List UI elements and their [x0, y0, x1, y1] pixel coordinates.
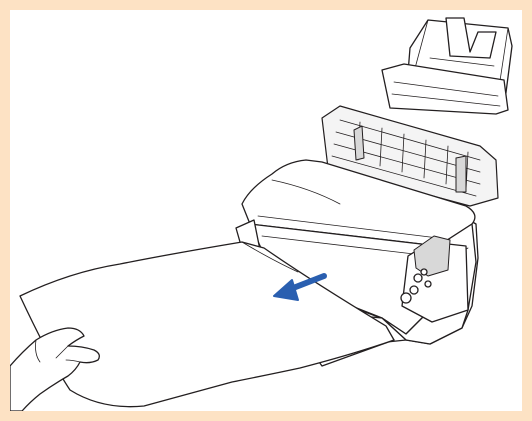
button-icon	[410, 286, 418, 294]
illustration-panel	[10, 10, 522, 411]
button-icon	[425, 281, 431, 287]
button-icon	[421, 269, 427, 275]
power-button-icon	[401, 293, 411, 303]
paper-chute	[382, 18, 512, 114]
button-icon	[414, 274, 422, 282]
scanner-illustration	[10, 10, 522, 411]
